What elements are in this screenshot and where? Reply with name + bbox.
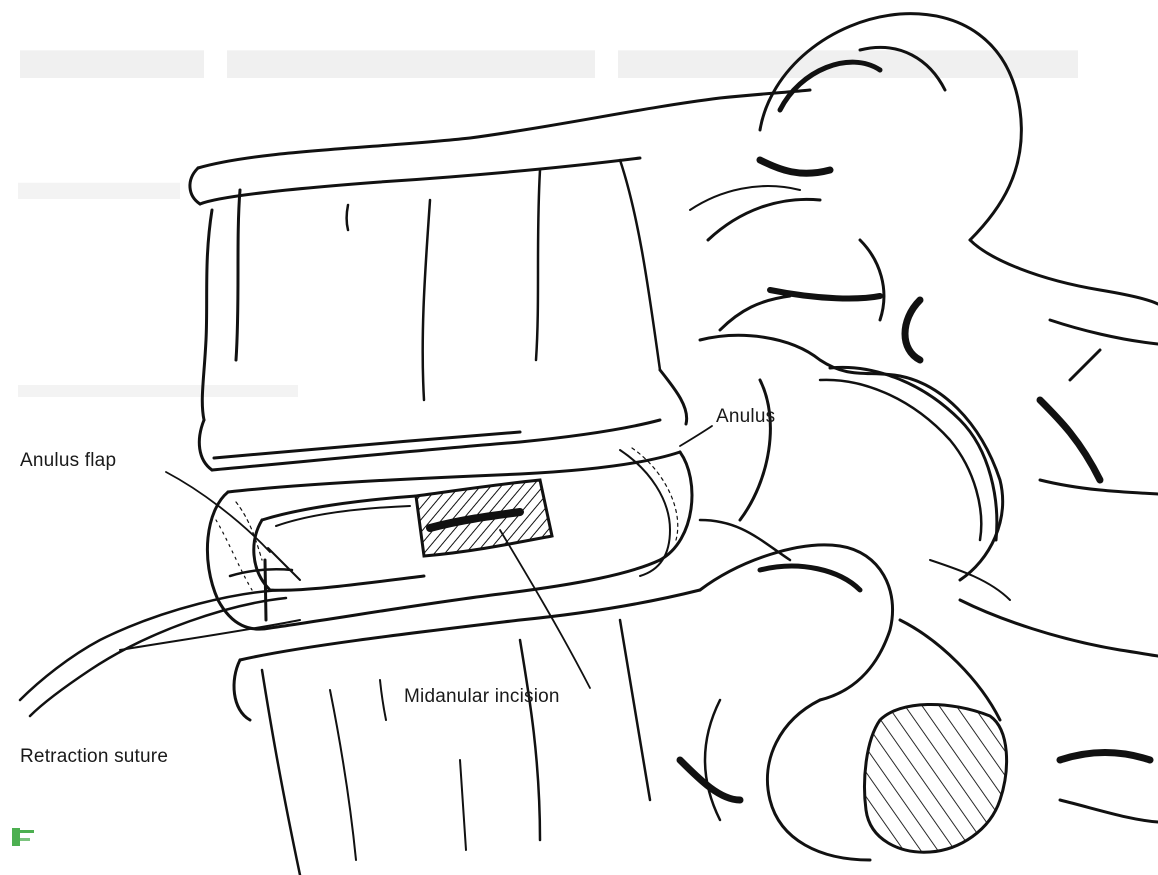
- label-anulus-flap: Anulus flap: [20, 450, 116, 472]
- label-retraction-suture: Retraction suture: [20, 746, 168, 768]
- leader-anulus: [680, 426, 712, 446]
- incision-window: [416, 480, 552, 556]
- lower-vertebral-body: [234, 590, 700, 875]
- leader-midanular-incision: [500, 530, 590, 688]
- retraction-suture: [20, 560, 300, 716]
- label-anulus: Anulus: [716, 406, 775, 428]
- pedicle-cross-section: [865, 704, 1007, 852]
- upper-posterior-elements: [690, 14, 1158, 360]
- corner-mark: [12, 828, 34, 846]
- anulus-flap: [254, 496, 424, 590]
- label-midanular-incision: Midanular incision: [404, 686, 560, 708]
- facet-joint: [700, 335, 1158, 580]
